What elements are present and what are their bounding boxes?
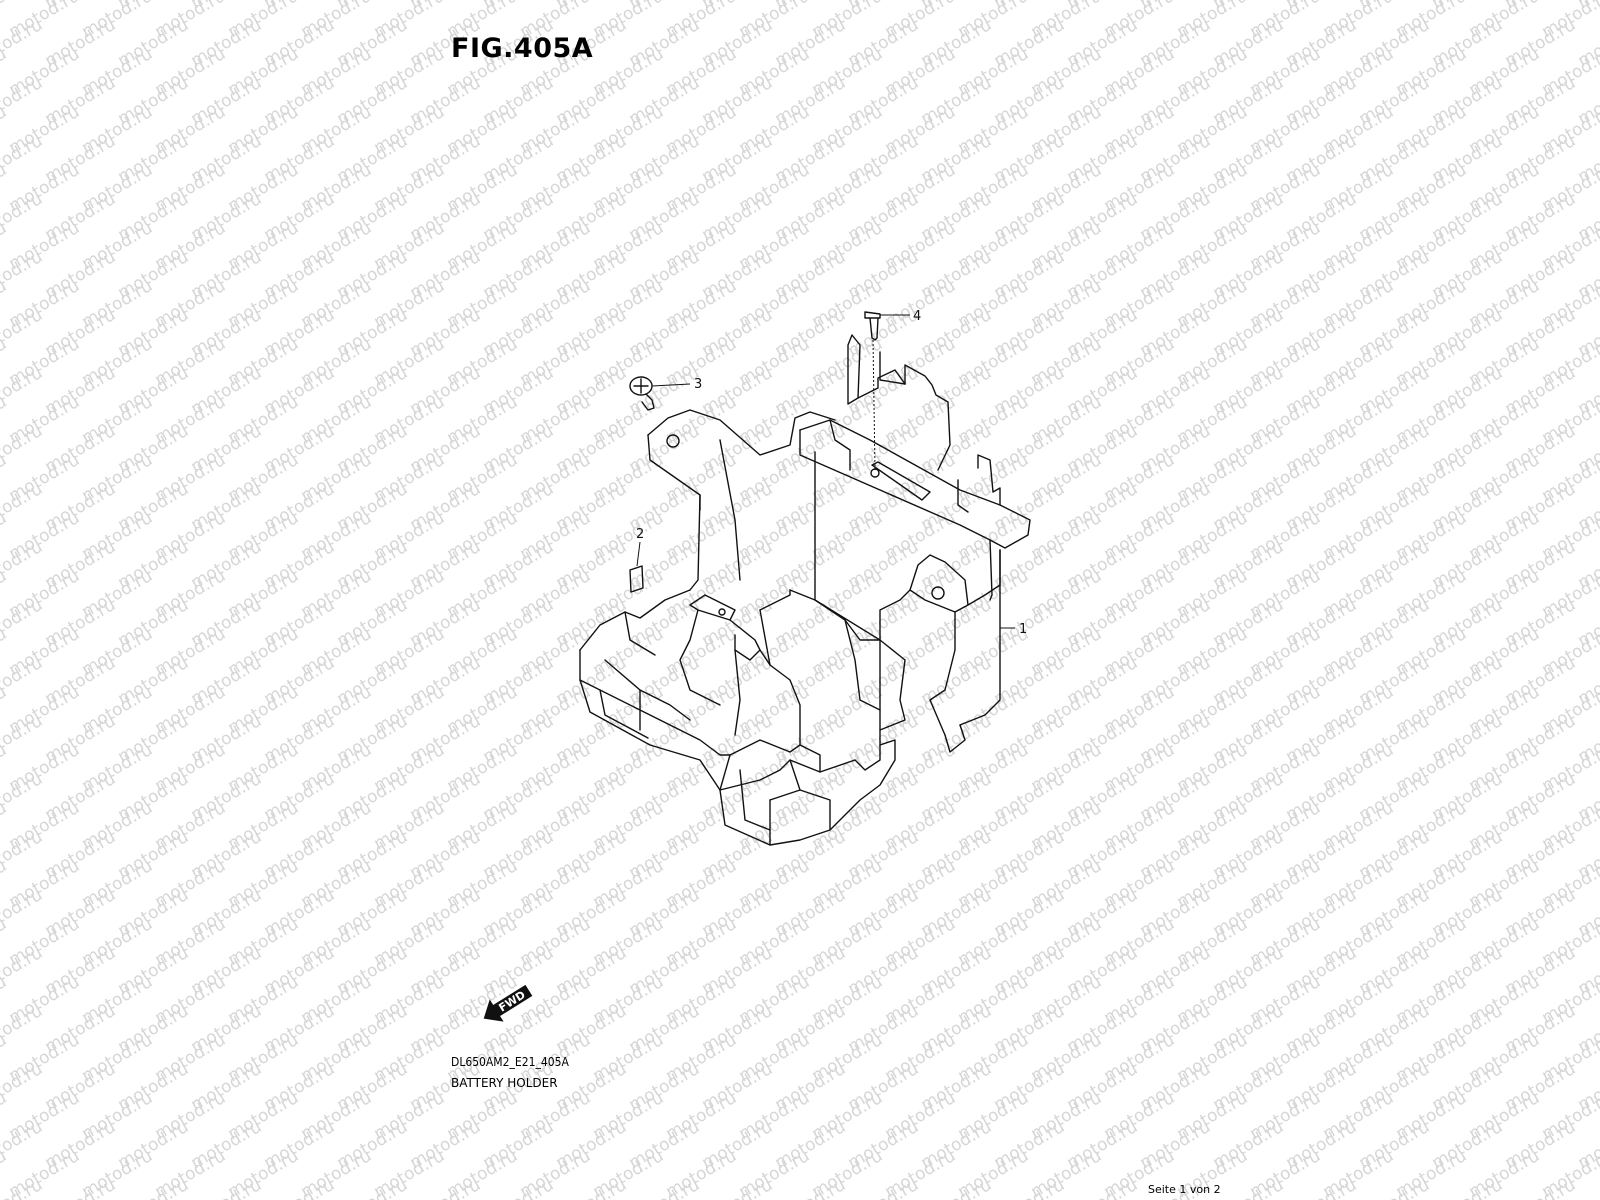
callout-3: 3: [694, 377, 702, 392]
figure-code: DL650AM2_E21_405A: [451, 1055, 569, 1069]
callout-2: 2: [636, 527, 644, 542]
figure-title: FIG.405A: [451, 33, 594, 64]
figure-name: BATTERY HOLDER: [451, 1076, 558, 1090]
battery-holder-part: [579, 334, 1031, 846]
callout-4: 4: [913, 309, 921, 324]
callout-1: 1: [1019, 622, 1027, 637]
screw-part-4: [864, 311, 910, 471]
page-number: Seite 1 von 2: [1148, 1183, 1221, 1196]
label-part: [629, 541, 644, 593]
fwd-label: FWD: [496, 988, 527, 1014]
forward-arrow-icon: FWD: [483, 984, 533, 1022]
screw-part-3: [629, 376, 691, 411]
